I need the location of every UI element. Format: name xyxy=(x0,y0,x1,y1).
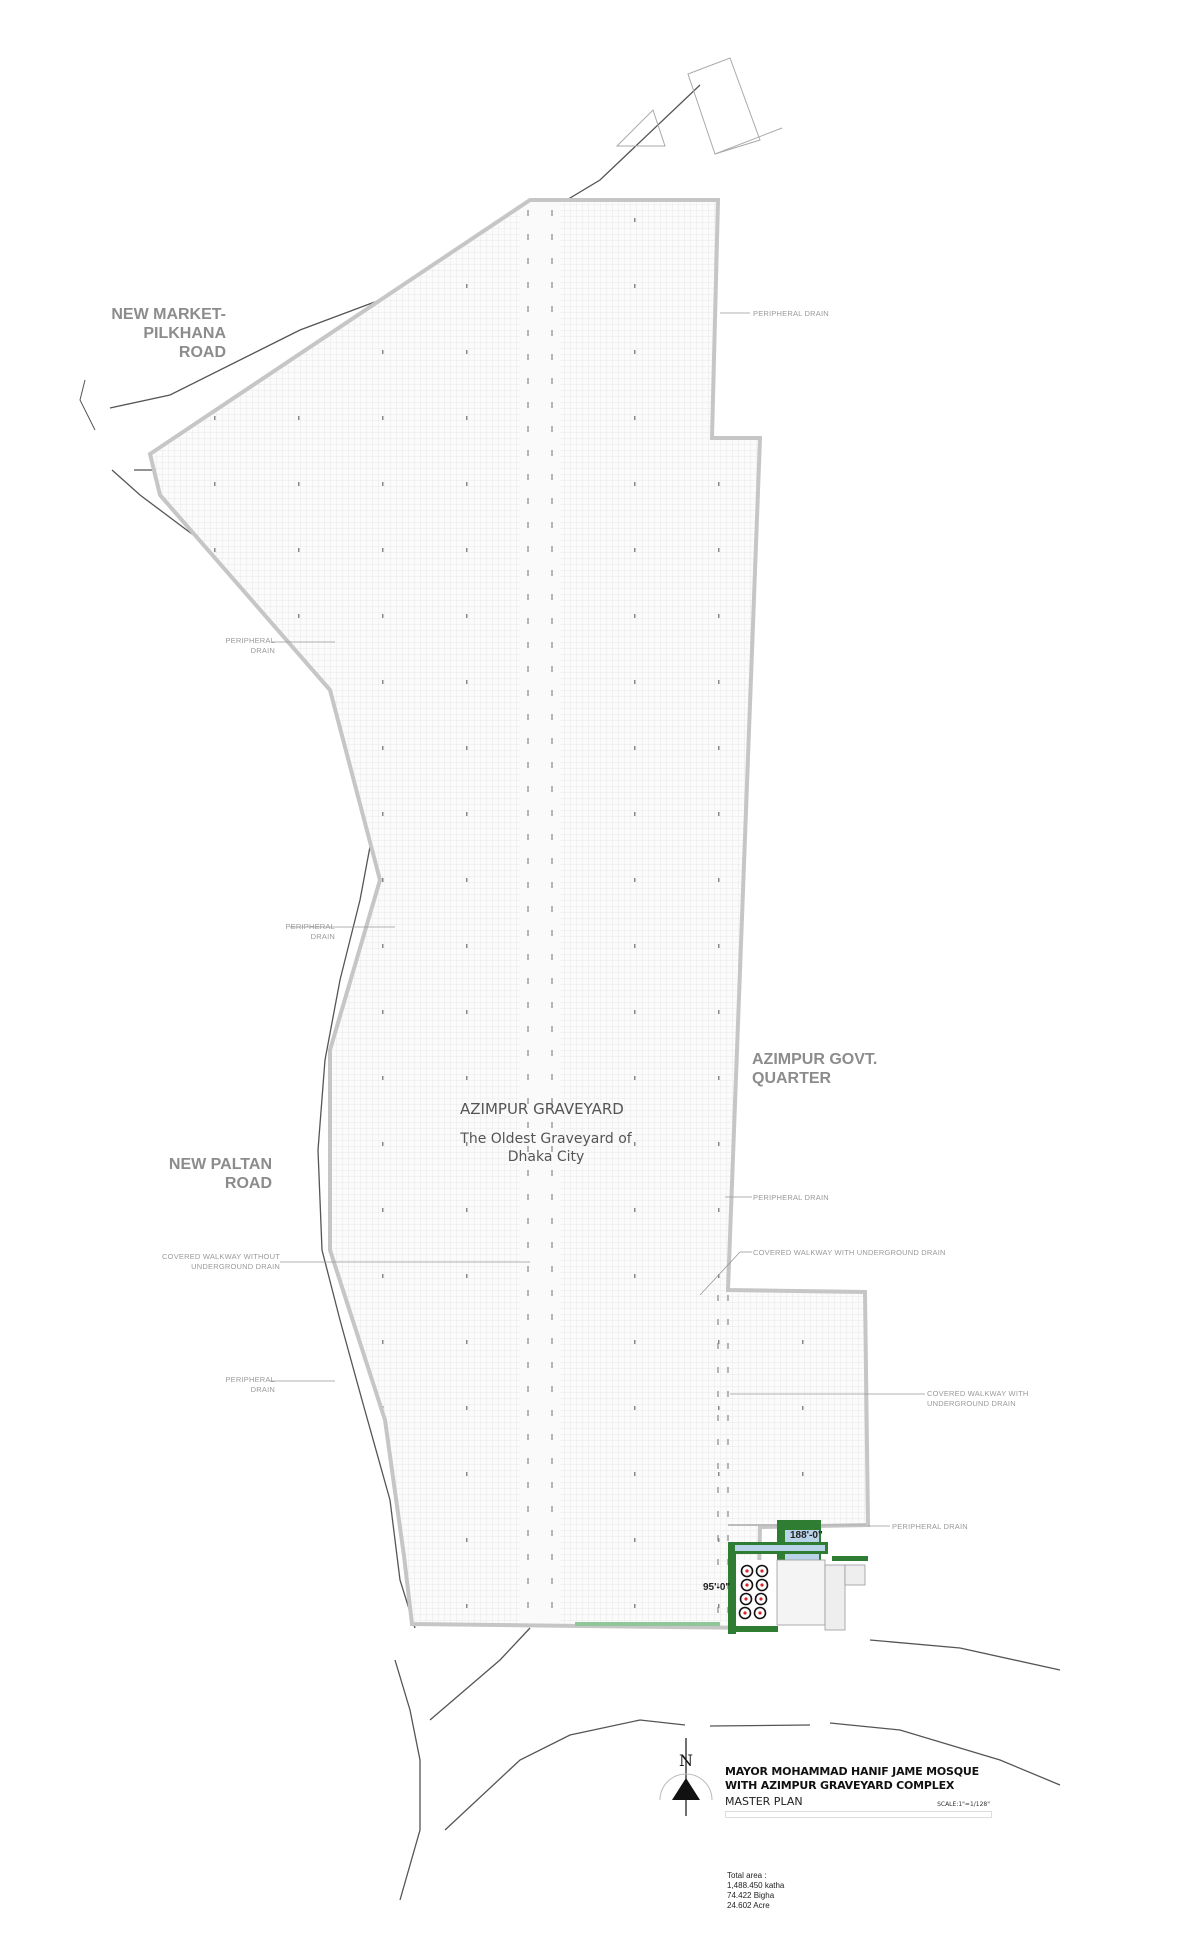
note-walkway-with-line1: COVERED WALKWAY WITH xyxy=(927,1389,1029,1398)
note-peripheral-drain-w1-line2: DRAIN xyxy=(250,646,275,655)
title-block: MAYOR MOHAMMAD HANIF JAME MOSQUE WITH AZ… xyxy=(725,1765,1000,1818)
note-peripheral-drain-w1-line1: PERIPHERAL xyxy=(225,636,275,645)
area-heading: Total area : xyxy=(727,1871,767,1880)
area-acre: 24.602 Acre xyxy=(727,1901,770,1910)
site-subtitle-line1: The Oldest Graveyard of xyxy=(460,1131,632,1147)
note-peripheral-drain-w2-line2: DRAIN xyxy=(310,932,335,941)
dimension-width: 188'-0" xyxy=(790,1530,823,1541)
neighbor-label-govt-quarter-line2: QUARTER xyxy=(752,1070,832,1087)
road-label-new-paltan-line1: NEW PALTAN xyxy=(168,1156,272,1173)
road-label-new-paltan-line2: ROAD xyxy=(224,1175,272,1192)
dimension-depth: 95'-0" xyxy=(703,1582,731,1593)
site-title: AZIMPUR GRAVEYARD xyxy=(460,1100,624,1118)
area-summary: Total area : 1,488.450 katha 74.422 Bigh… xyxy=(727,1871,784,1911)
title-line1: MAYOR MOHAMMAD HANIF JAME MOSQUE xyxy=(725,1765,979,1778)
note-peripheral-drain-w3-line2: DRAIN xyxy=(250,1385,275,1394)
note-peripheral-drain-w2-line1: PERIPHERAL xyxy=(285,922,335,931)
note-peripheral-drain-se: PERIPHERAL DRAIN xyxy=(892,1522,968,1531)
note-walkway-with-drain: COVERED WALKWAY WITH UNDERGROUND DRAIN xyxy=(753,1248,946,1257)
road-label-new-market-line1: NEW MARKET- xyxy=(111,306,226,323)
note-walkway-with-line2: UNDERGROUND DRAIN xyxy=(927,1399,1016,1408)
title-line2: WITH AZIMPUR GRAVEYARD COMPLEX xyxy=(725,1779,955,1792)
title-scale: SCALE:1"=1/128" xyxy=(937,1801,990,1808)
north-arrow-icon: N xyxy=(659,1738,713,1816)
title-divider xyxy=(725,1811,992,1818)
neighbor-label-govt-quarter-line1: AZIMPUR GOVT. xyxy=(752,1051,878,1068)
area-katha: 1,488.450 katha xyxy=(727,1881,785,1890)
note-peripheral-drain-e: PERIPHERAL DRAIN xyxy=(753,1193,829,1202)
area-bigha: 74.422 Bigha xyxy=(727,1891,775,1900)
mosque-complex xyxy=(728,1520,868,1634)
note-walkway-without-line2: UNDERGROUND DRAIN xyxy=(191,1262,280,1271)
north-plots xyxy=(615,57,783,155)
title-subtitle: MASTER PLAN xyxy=(725,1795,803,1808)
note-peripheral-drain-ne: PERIPHERAL DRAIN xyxy=(753,309,829,318)
road-label-new-market-line2: PILKHANA ROAD xyxy=(143,325,226,361)
site-subtitle-line2: Dhaka City xyxy=(507,1149,585,1165)
note-peripheral-drain-w3-line1: PERIPHERAL xyxy=(225,1375,275,1384)
note-walkway-without-line1: COVERED WALKWAY WITHOUT xyxy=(162,1252,280,1261)
north-letter: N xyxy=(679,1751,693,1770)
